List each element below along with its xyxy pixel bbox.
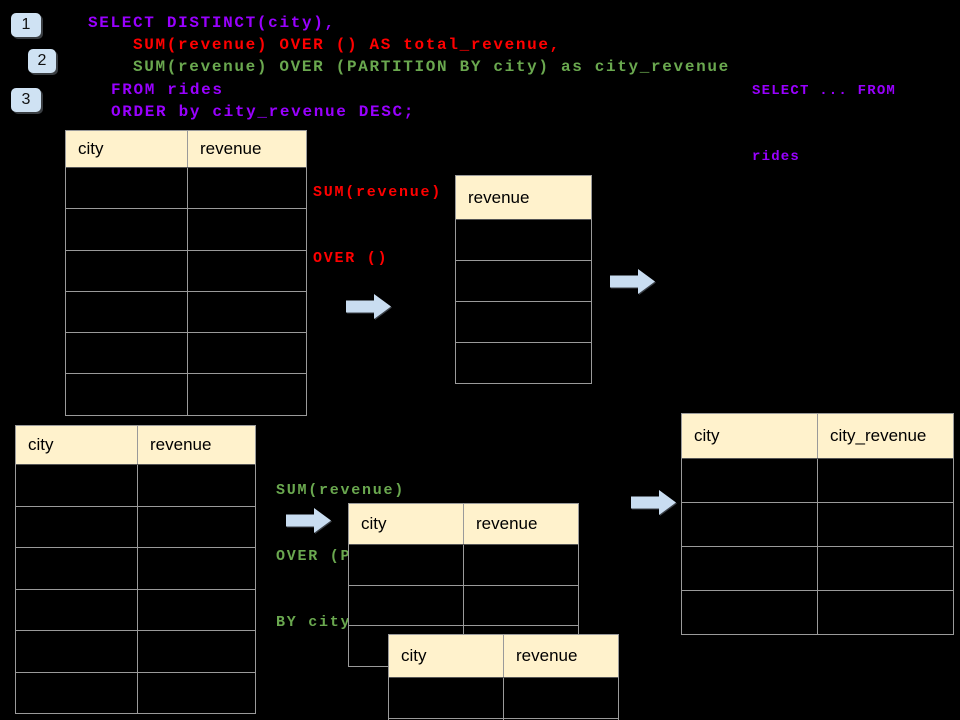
table-partition-result: city city_revenue	[681, 413, 954, 635]
table-body	[682, 459, 953, 634]
empty-cell	[66, 291, 187, 333]
empty-cell	[16, 548, 137, 589]
step-badge-3: 3	[11, 88, 41, 112]
sql-line-select: SELECT DISTINCT(city),	[88, 14, 336, 32]
empty-cell	[16, 465, 137, 506]
table-header-row: city city_revenue	[682, 414, 953, 459]
select-from-note: SELECT ... FROM rides	[752, 36, 896, 212]
empty-cell	[349, 585, 463, 626]
column-header-city: city	[349, 504, 463, 544]
empty-cell	[682, 503, 817, 546]
empty-cell	[16, 672, 137, 713]
table-body	[16, 465, 255, 713]
empty-cell	[16, 506, 137, 547]
arrow-right-icon	[610, 269, 655, 294]
empty-cell	[138, 589, 255, 630]
empty-cell	[504, 678, 618, 718]
table-header-row: city revenue	[16, 426, 255, 465]
table-total-result: revenue	[455, 175, 592, 384]
arrow-right-icon	[631, 490, 676, 515]
table-source-top: city revenue	[65, 130, 307, 416]
empty-cell	[66, 250, 187, 291]
column-header-revenue: revenue	[504, 635, 618, 677]
column-header-city: city	[682, 414, 817, 458]
empty-cell	[188, 209, 306, 250]
empty-cell	[456, 302, 591, 342]
empty-cell	[456, 220, 591, 260]
table-body	[389, 678, 618, 720]
table-header-row: city revenue	[66, 131, 306, 168]
table-body	[66, 168, 306, 415]
empty-cell	[818, 547, 953, 590]
empty-cell	[682, 591, 817, 634]
column-header-city: city	[66, 131, 187, 167]
column-header-city-revenue: city_revenue	[818, 414, 953, 458]
select-from-note-line1: SELECT ... FROM	[752, 83, 897, 99]
empty-cell	[682, 547, 817, 590]
table-header-row: revenue	[456, 176, 591, 220]
column-header-revenue: revenue	[464, 504, 578, 544]
table-header-row: city revenue	[349, 504, 578, 545]
empty-cell	[456, 343, 591, 383]
empty-cell	[188, 168, 306, 209]
empty-cell	[138, 506, 255, 547]
empty-cell	[349, 545, 463, 585]
empty-cell	[456, 261, 591, 301]
step-badge-2: 2	[28, 49, 56, 73]
empty-cell	[138, 631, 255, 672]
empty-cell	[16, 631, 137, 672]
empty-cell	[464, 585, 578, 626]
empty-cell	[66, 168, 187, 209]
empty-cell	[818, 591, 953, 634]
city-revenue-annotation-line1: SUM(revenue)	[276, 482, 406, 499]
empty-cell	[389, 678, 503, 718]
total-revenue-annotation-line1: SUM(revenue)	[313, 184, 443, 201]
empty-cell	[138, 465, 255, 506]
column-header-revenue: revenue	[138, 426, 255, 464]
empty-cell	[66, 374, 187, 415]
empty-cell	[818, 459, 953, 502]
empty-cell	[188, 374, 306, 415]
arrow-right-icon	[286, 508, 331, 533]
city-revenue-annotation-line3: BY city)	[276, 614, 363, 631]
table-body	[456, 220, 591, 383]
column-header-revenue: revenue	[188, 131, 306, 167]
table-partition-step2: city revenue	[388, 634, 619, 720]
sql-line-from: FROM rides	[111, 81, 224, 99]
empty-cell	[188, 250, 306, 291]
table-source-bottom: city revenue	[15, 425, 256, 714]
sql-line-partition-sum: SUM(revenue) OVER (PARTITION BY city) as…	[133, 58, 730, 76]
arrow-right-icon	[346, 294, 391, 319]
empty-cell	[66, 333, 187, 374]
empty-cell	[188, 291, 306, 333]
select-from-note-line2: rides	[752, 149, 801, 165]
sql-line-order-by: ORDER by city_revenue DESC;	[111, 103, 416, 121]
empty-cell	[138, 548, 255, 589]
total-revenue-annotation-line2: OVER ()	[313, 250, 389, 267]
total-revenue-annotation: SUM(revenue) OVER ()	[313, 138, 442, 314]
column-header-revenue: revenue	[456, 176, 591, 219]
empty-cell	[66, 209, 187, 250]
empty-cell	[16, 589, 137, 630]
column-header-city: city	[16, 426, 137, 464]
empty-cell	[464, 545, 578, 585]
column-header-city: city	[389, 635, 503, 677]
empty-cell	[138, 672, 255, 713]
empty-cell	[682, 459, 817, 502]
empty-cell	[818, 503, 953, 546]
sql-line-total-sum: SUM(revenue) OVER () AS total_revenue,	[133, 36, 561, 54]
step-badge-1: 1	[11, 13, 41, 37]
empty-cell	[188, 333, 306, 374]
table-header-row: city revenue	[389, 635, 618, 678]
